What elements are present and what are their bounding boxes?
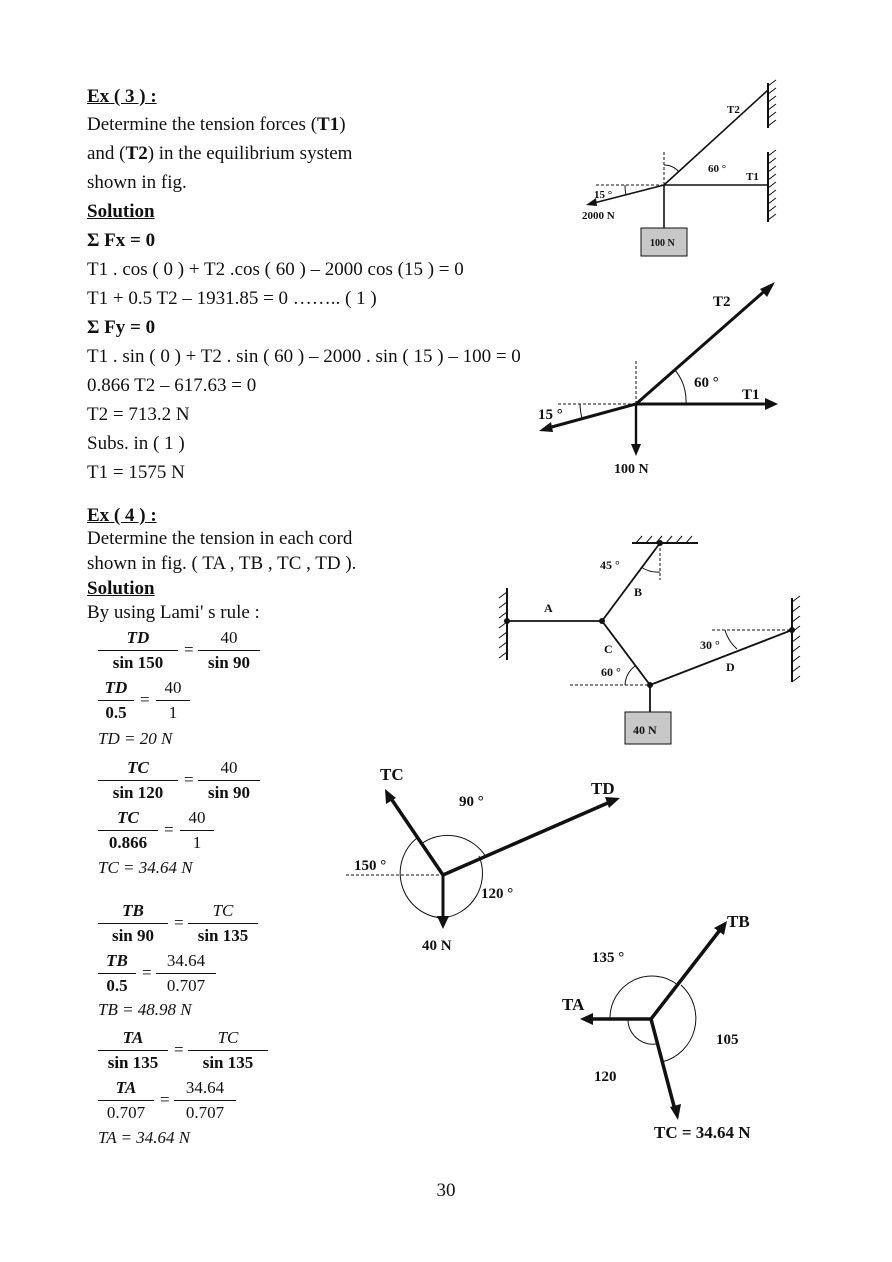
ex3-eq-line: Subs. in ( 1 ) <box>87 433 185 454</box>
fig2-t1-label: T1 <box>742 387 760 403</box>
fig3-label-b: B <box>634 585 642 599</box>
fig1-angle15-label: 15 ° <box>594 189 612 201</box>
ex3-problem-line3: shown in fig. <box>87 172 187 193</box>
fig4-td-label: TD <box>591 779 615 798</box>
ex3-problem-line2: and (T2) in the equilibrium system <box>87 143 353 164</box>
ex4-fraction-2: TD 0.5 = 40 1 <box>98 678 288 722</box>
ex4-result-tc: TC = 34.64 N <box>98 858 193 877</box>
fig5-ta-label: TA <box>562 995 585 1014</box>
fig3-angle60: 60 ° <box>601 665 621 679</box>
ex3-solution-label: Solution <box>87 201 155 222</box>
fig5-tb-label: TB <box>727 912 750 931</box>
fig3-angle45: 45 ° <box>600 558 620 572</box>
ex4-heading: Ex ( 4 ) : <box>87 505 157 526</box>
ex4-fraction-5: TB sin 90 = TC sin 135 <box>98 901 288 945</box>
fig4-weight: 40 N <box>422 938 452 954</box>
fig3-label-a: A <box>544 601 553 615</box>
ex4-result-tb: TB = 48.98 N <box>98 1000 192 1019</box>
fig3-label-d: D <box>726 660 735 674</box>
ex3-eq-line: 0.866 T2 – 617.63 = 0 <box>87 375 257 396</box>
fig4-tc-label: TC <box>380 765 404 784</box>
ex3-eq-line: T2 = 713.2 N <box>87 404 190 425</box>
fig1-force-label: 2000 N <box>582 210 615 222</box>
ex4-fraction-8: TA 0.707 = 34.64 0.707 <box>98 1078 288 1122</box>
fig3-angle30: 30 ° <box>700 638 720 652</box>
ex3-eq-line: T1 = 1575 N <box>87 462 185 483</box>
ex4-fraction-7: TA sin 135 = TC sin 135 <box>98 1028 288 1072</box>
ex4-fraction-4: TC 0.866 = 40 1 <box>98 808 288 852</box>
ex3-eq-sum-fx: Σ Fx = 0 <box>87 230 156 251</box>
fig3-weight: 40 N <box>633 723 657 737</box>
ex3-eq-line: T1 + 0.5 T2 – 1931.85 = 0 …….. ( 1 ) <box>87 288 377 309</box>
fig2-angle60-label: 60 ° <box>694 375 719 391</box>
fig4-angle120: 120 ° <box>481 886 513 902</box>
ex4-problem-line1: Determine the tension in each cord <box>87 528 353 549</box>
fig3-label-c: C <box>604 642 613 656</box>
fig1-t2-label: T2 <box>727 104 740 116</box>
ex3-eq-line: T1 . cos ( 0 ) + T2 .cos ( 60 ) – 2000 c… <box>87 259 464 280</box>
ex4-result-ta: TA = 34.64 N <box>98 1128 191 1147</box>
fig5-angle120: 120 <box>594 1069 617 1085</box>
ex3-eq-line: T1 . sin ( 0 ) + T2 . sin ( 60 ) – 2000 … <box>87 346 521 367</box>
ex4-fraction-3: TC sin 120 = 40 sin 90 <box>98 758 288 802</box>
ex3-heading: Ex ( 3 ) : <box>87 86 157 107</box>
ex4-result-td: TD = 20 N <box>98 729 173 748</box>
ex4-fraction-1: TD sin 150 = 40 sin 90 <box>98 628 288 672</box>
fig2-t2-label: T2 <box>713 294 731 310</box>
fig1-weight-label: 100 N <box>650 238 676 249</box>
page-number: 30 <box>436 1180 456 1201</box>
ex4-rule: By using Lami' s rule : <box>87 602 260 623</box>
ex3-eq-sum-fy: Σ Fy = 0 <box>87 317 156 338</box>
fig1-angle60-label: 60 ° <box>708 163 726 175</box>
fig5-angle135: 135 ° <box>592 950 624 966</box>
fig2-angle15-label: 15 ° <box>538 407 563 423</box>
ex4-problem-line2: shown in fig. ( TA , TB , TC , TD ). <box>87 553 357 574</box>
fig2-weight-label: 100 N <box>614 462 649 477</box>
ex4-solution-label: Solution <box>87 578 155 599</box>
fig5-tc-label: TC = 34.64 N <box>654 1123 751 1142</box>
ex4-fraction-6: TB 0.5 = 34.64 0.707 <box>98 951 288 995</box>
fig4-angle150: 150 ° <box>354 858 386 874</box>
fig4-angle90: 90 ° <box>459 794 484 810</box>
fig1-t1-label: T1 <box>746 171 759 183</box>
fig5-angle105: 105 <box>716 1032 739 1048</box>
ex3-problem-line1: Determine the tension forces (T1) <box>87 114 346 135</box>
